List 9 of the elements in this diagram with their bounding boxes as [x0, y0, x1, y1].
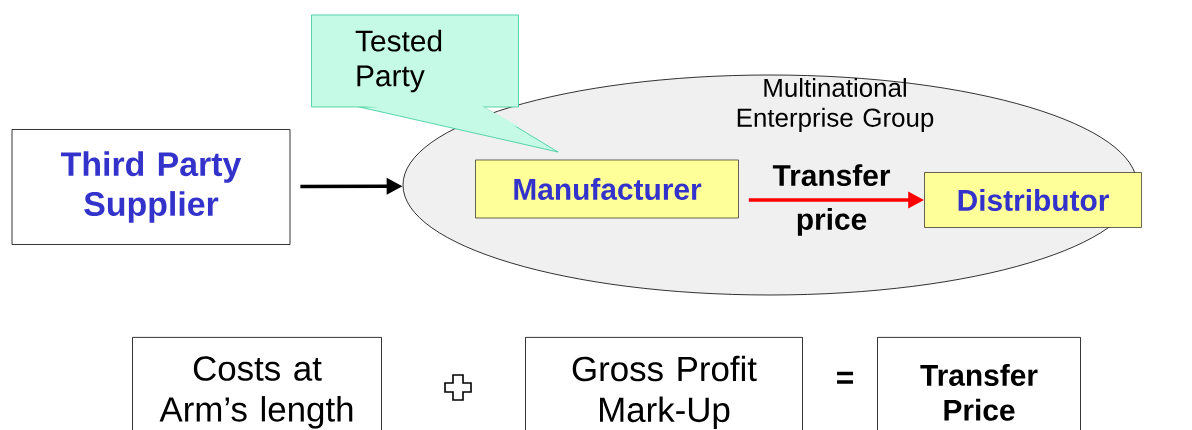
callout-box: Tested Party	[311, 14, 559, 153]
process-box: Distributor	[924, 172, 1142, 228]
formula-box: Costs at Arm’s length	[132, 337, 382, 430]
equals-sign: =	[837, 371, 853, 384]
formula-box: Gross Profit Mark-Up	[525, 337, 803, 430]
formula-box: Transfer Price	[877, 337, 1081, 430]
process-box: Third Party Supplier	[11, 129, 291, 245]
process-box: Manufacturer	[475, 159, 739, 219]
edge-label: Transfer price	[772, 164, 891, 236]
